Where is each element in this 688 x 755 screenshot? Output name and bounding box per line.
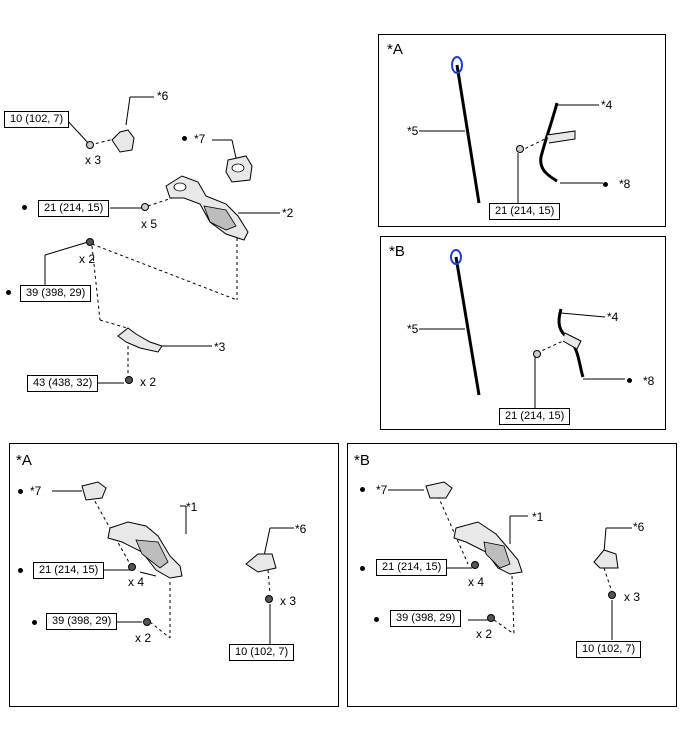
callout-8: *8 — [643, 374, 655, 388]
quantity-label: x 2 — [140, 375, 157, 389]
torque-spec-21: 21 (214, 15) — [376, 559, 448, 576]
callout-5: *5 — [407, 322, 419, 336]
bullet-dot — [32, 620, 37, 625]
callout-2: *2 — [282, 206, 294, 220]
bullet-dot — [18, 568, 23, 573]
torque-spec-21: 21 (214, 15) — [33, 562, 105, 579]
quantity-label: x 4 — [468, 575, 485, 589]
callout-7: *7 — [194, 132, 206, 146]
torque-spec-43: 43 (438, 32) — [27, 375, 99, 392]
callout-1: *1 — [186, 500, 198, 514]
quantity-label: x 2 — [79, 252, 96, 266]
callout-3: *3 — [214, 340, 226, 354]
torque-spec-39: 39 (398, 29) — [20, 285, 92, 302]
quantity-label: x 3 — [280, 594, 297, 608]
callout-6: *6 — [295, 522, 307, 536]
quantity-label: x 3 — [85, 153, 102, 167]
panel-variant-a-bottom: *A — [9, 443, 339, 707]
callout-6: *6 — [157, 89, 169, 103]
callout-4: *4 — [601, 98, 613, 112]
dipstick-drawing-b — [419, 249, 625, 411]
dipstick-drawing-a — [419, 56, 603, 211]
bullet-dot — [374, 617, 379, 622]
panel-title: *A — [16, 452, 32, 469]
quantity-label: x 4 — [128, 575, 145, 589]
bullet-dot — [6, 290, 11, 295]
bullet-dot — [360, 487, 365, 492]
callout-5: *5 — [407, 124, 419, 138]
quantity-label: x 2 — [476, 627, 493, 641]
panel-title: *B — [354, 452, 370, 469]
torque-spec-21: 21 (214, 15) — [499, 408, 571, 425]
quantity-label: x 2 — [135, 631, 152, 645]
callout-8: *8 — [619, 177, 631, 191]
bullet-dot — [360, 566, 365, 571]
panel-title: *A — [387, 41, 403, 58]
callout-6: *6 — [633, 520, 645, 534]
quantity-label: x 5 — [141, 217, 158, 231]
callout-4: *4 — [607, 310, 619, 324]
torque-spec-10: 10 (102, 7) — [4, 111, 70, 128]
panel-variant-b-bottom: *B *7 — [347, 443, 677, 707]
bullet-dot — [18, 489, 23, 494]
torque-spec-21: 21 (214, 15) — [38, 200, 110, 217]
panel-variant-b-top: *B *5 *4 *8 21 (214, 15) — [380, 236, 666, 430]
bullet-dot — [182, 136, 187, 141]
bullet-dot — [603, 182, 608, 187]
torque-spec-10: 10 (102, 7) — [229, 644, 295, 661]
bullet-dot — [627, 378, 632, 383]
manifold-drawing-b — [388, 481, 632, 640]
torque-spec-39: 39 (398, 29) — [390, 610, 462, 627]
callout-7: *7 — [30, 484, 42, 498]
panel-variant-a-top: *A *5 *4 *8 21 (214, 15) — [378, 34, 666, 227]
callout-1: *1 — [532, 510, 544, 524]
quantity-label: x 3 — [624, 590, 641, 604]
bullet-dot — [22, 205, 27, 210]
torque-spec-10: 10 (102, 7) — [576, 641, 642, 658]
panel-title: *B — [389, 243, 405, 260]
torque-spec-21: 21 (214, 15) — [489, 203, 561, 220]
callout-7: *7 — [376, 483, 388, 497]
manifold-drawing-a — [52, 481, 294, 644]
torque-spec-39: 39 (398, 29) — [46, 613, 118, 630]
